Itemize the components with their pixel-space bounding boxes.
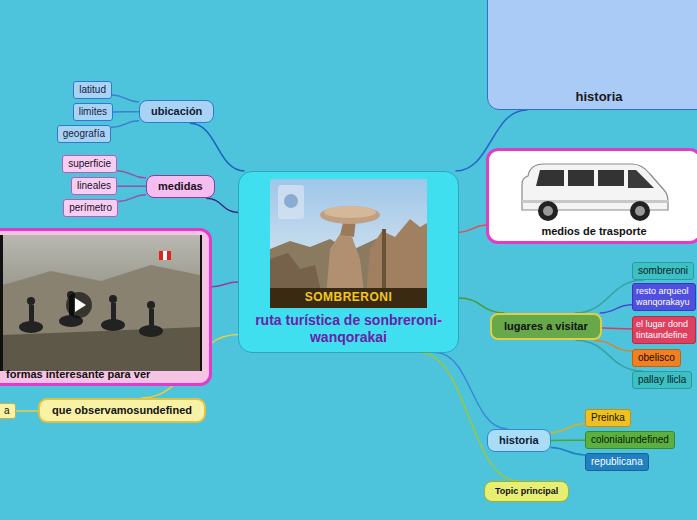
node-text: Topic principal xyxy=(495,486,558,497)
subtopic-box: Preinka xyxy=(585,409,631,427)
history-panel: historia xyxy=(487,0,697,110)
node-text: medios de trasporte xyxy=(541,225,646,238)
subtopic-box: obelisco xyxy=(632,349,681,367)
branch-line xyxy=(117,171,146,178)
node-text: sombreroni xyxy=(638,265,688,277)
branch-line xyxy=(419,353,519,481)
node-text: republicana xyxy=(591,456,643,468)
picture-holder xyxy=(514,151,674,225)
subtopic-box: el lugar dond tintaundefine xyxy=(632,316,696,344)
subtopic-box: a xyxy=(0,403,16,419)
subtopic-box: lineales xyxy=(71,177,117,195)
node-text: resto arqueol wanqorakayu xyxy=(636,286,692,308)
node-text: colonialundefined xyxy=(591,434,669,446)
branch-line xyxy=(594,340,632,351)
branch-line xyxy=(551,424,585,433)
node-text: lugares a visitar xyxy=(504,320,588,333)
node-text: formas interesante para ver xyxy=(6,368,150,381)
photo-caption: SOMBRERONI xyxy=(239,290,458,304)
branch-line xyxy=(602,327,632,329)
branch-line xyxy=(111,121,139,128)
node-text: perímetro xyxy=(69,202,112,214)
topic-box: que observamosundefined xyxy=(38,398,206,423)
node-text: ruta turística de sonbreroni-wanqorakai xyxy=(243,312,454,346)
node-text: el lugar dond tintaundefine xyxy=(636,319,692,341)
transport-panel: medios de trasporte xyxy=(486,148,697,244)
branch-line xyxy=(459,225,486,232)
branch-line xyxy=(600,305,632,313)
branch-line xyxy=(551,448,585,455)
node-text: medidas xyxy=(158,180,203,193)
node-text: obelisco xyxy=(638,352,675,364)
topic-box: historia xyxy=(487,429,551,452)
topic-box: Topic principal xyxy=(484,481,569,502)
branch-line xyxy=(212,282,238,287)
subtopic-box: republicana xyxy=(585,453,649,471)
node-text: geografía xyxy=(63,128,105,140)
subtopic-box: colonialundefined xyxy=(585,431,675,449)
node-text: pallay llicla xyxy=(638,374,686,386)
subtopic-box: resto arqueol wanqorakayu xyxy=(632,283,696,311)
branch-line xyxy=(112,95,139,102)
video-panel: formas interesante para ver xyxy=(0,228,212,386)
node-text: que observamosundefined xyxy=(52,404,192,417)
node-text: ubicación xyxy=(151,105,202,118)
subtopic-box: sombreroni xyxy=(632,262,694,280)
node-text: Preinka xyxy=(591,412,625,424)
node-text: superficie xyxy=(68,158,111,170)
branch-line xyxy=(459,298,504,313)
branch-line xyxy=(16,410,38,412)
topic-box: medidas xyxy=(146,175,215,198)
subtopic-box: superficie xyxy=(62,155,117,173)
subtopic-box: limites xyxy=(73,103,113,121)
van-picture xyxy=(514,156,674,224)
subtopic-box: geografía xyxy=(57,125,111,143)
branch-line xyxy=(117,185,146,187)
sombreroni-photo xyxy=(270,179,427,308)
branch-line xyxy=(206,198,238,212)
node-text: lineales xyxy=(77,180,111,192)
node-text: historia xyxy=(499,434,539,447)
subtopic-box: latitud xyxy=(73,81,112,99)
branch-line xyxy=(435,353,508,429)
topic-box: ubicación xyxy=(139,100,214,123)
video-thumbnail xyxy=(0,235,202,371)
node-text: historia xyxy=(576,89,623,105)
topic-box: lugares a visitar xyxy=(490,313,602,340)
node-text: a xyxy=(4,405,10,417)
subtopic-box: perímetro xyxy=(63,199,118,217)
subtopic-box: pallay llicla xyxy=(632,371,692,389)
node-text: latitud xyxy=(79,84,106,96)
branch-line xyxy=(551,439,585,441)
branch-line xyxy=(190,123,245,171)
node-text: limites xyxy=(79,106,107,118)
branch-line xyxy=(113,111,139,113)
central-topic: SOMBRERONI ruta turística de sonbreroni-w… xyxy=(238,171,459,353)
branch-line xyxy=(118,195,146,202)
